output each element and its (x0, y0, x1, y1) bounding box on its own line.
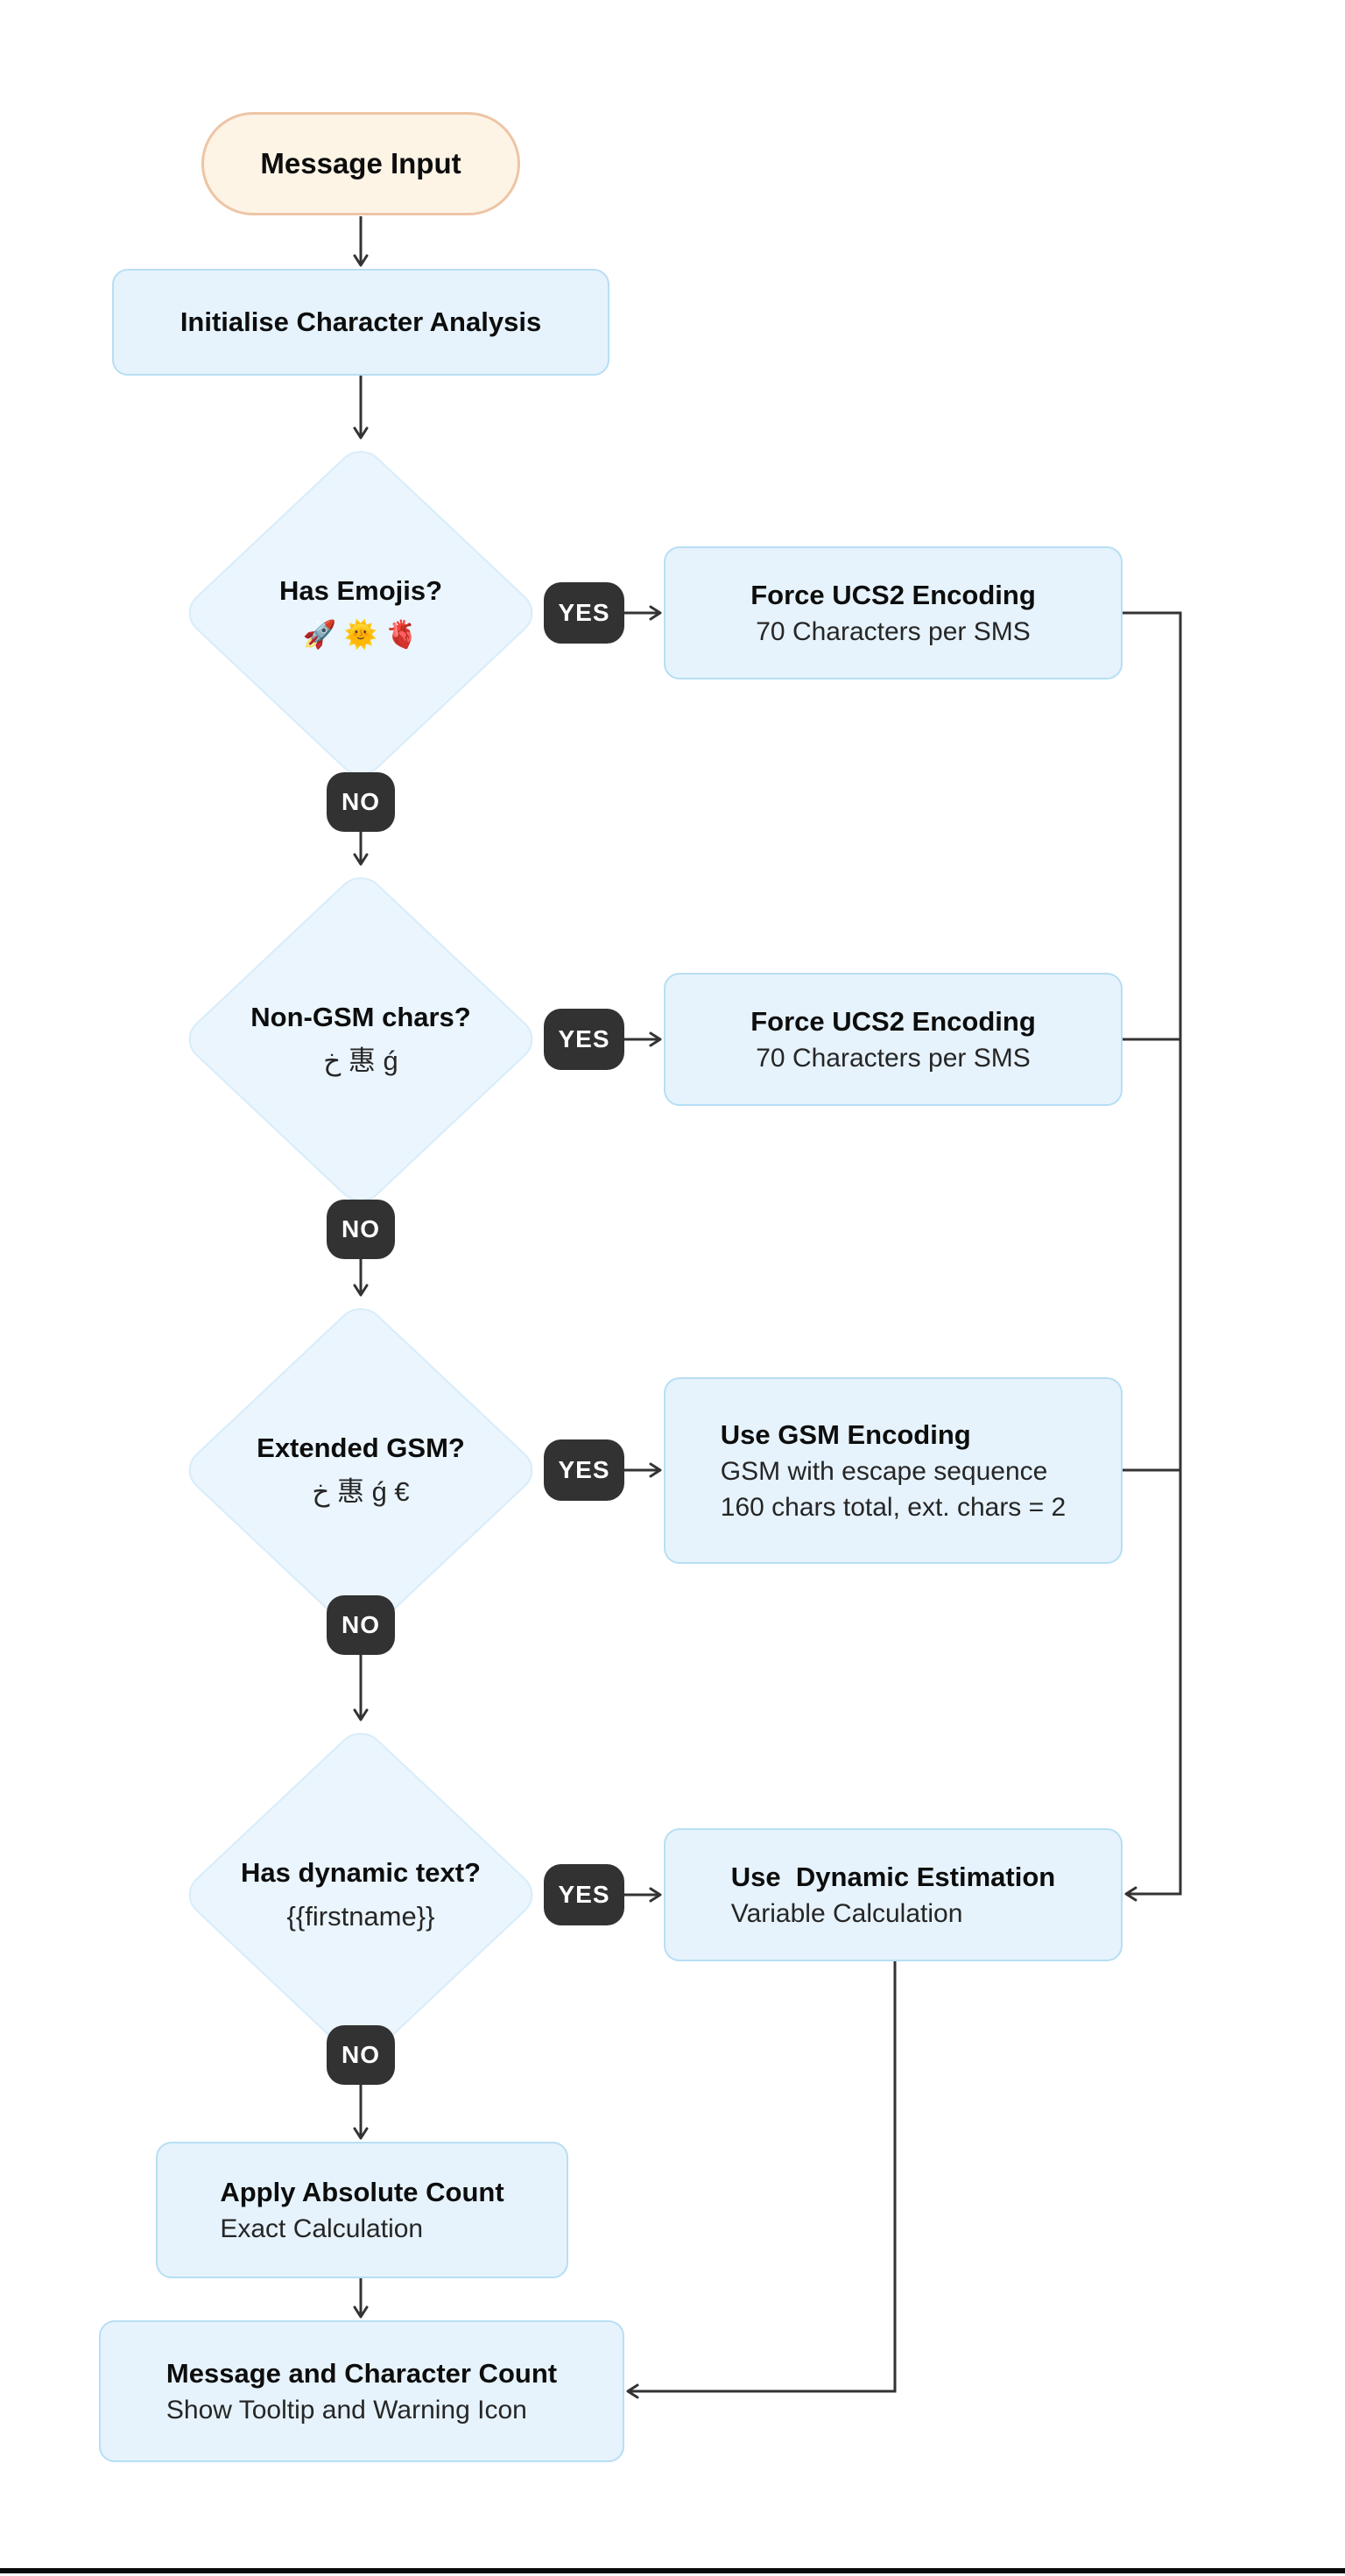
yes-label-1-text: YES (558, 599, 610, 626)
action-4-title: Use Dynamic Estimation (730, 1861, 1056, 1892)
start-node: Message Input (201, 112, 520, 215)
decision-non-gsm-chars: Non-GSM chars? خ 惠 ǵ (179, 868, 543, 1211)
apply-subtitle: Exact Calculation (220, 2214, 424, 2243)
start-node-label: Message Input (260, 147, 461, 179)
decision-2-examples: خ 惠 ǵ (323, 1045, 398, 1076)
no-label-3: NO (327, 1595, 395, 1655)
decision-3-examples: خ 惠 ǵ € (312, 1476, 410, 1507)
apply-absolute-count-node: Apply Absolute Count Exact Calculation (156, 2142, 568, 2278)
action-2-title: Force UCS2 Encoding (750, 1005, 1036, 1037)
decision-2-question: Non-GSM chars? (250, 1002, 471, 1032)
action-force-ucs2-1: Force UCS2 Encoding 70 Characters per SM… (664, 546, 1123, 679)
yes-label-4-text: YES (558, 1881, 610, 1908)
no-label-1-text: NO (342, 788, 380, 815)
action-3-line2: 160 chars total, ext. chars = 2 (720, 1492, 1067, 1522)
decision-1-examples: 🚀 🌞 🫀 (302, 619, 419, 650)
final-message-count-node: Message and Character Count Show Tooltip… (99, 2320, 624, 2462)
final-subtitle: Show Tooltip and Warning Icon (165, 2395, 527, 2425)
yes-label-1: YES (544, 582, 624, 644)
yes-label-3-text: YES (558, 1456, 610, 1483)
decision-has-emojis: Has Emojis? 🚀 🌞 🫀 (179, 441, 543, 785)
no-label-4: NO (327, 2025, 395, 2085)
no-label-2-text: NO (342, 1215, 380, 1242)
decision-4-examples: {{firstname}} (286, 1901, 435, 1932)
apply-title: Apply Absolute Count (220, 2176, 504, 2207)
final-title: Message and Character Count (165, 2357, 558, 2389)
action-1-title: Force UCS2 Encoding (750, 579, 1036, 610)
no-label-2: NO (327, 1200, 395, 1259)
action-2-line1: 70 Characters per SMS (756, 1043, 1031, 1073)
no-label-1: NO (327, 772, 395, 832)
no-label-4-text: NO (342, 2041, 380, 2068)
action-use-gsm-encoding: Use GSM Encoding GSM with escape sequenc… (664, 1377, 1123, 1564)
decision-extended-gsm: Extended GSM? خ 惠 ǵ € (179, 1299, 543, 1642)
yes-label-3: YES (544, 1439, 624, 1501)
edge-rail-to-action4 (1123, 611, 1182, 1902)
action-3-line1: GSM with escape sequence (720, 1456, 1048, 1486)
bottom-divider (0, 2568, 1345, 2573)
yes-label-4: YES (544, 1864, 624, 1925)
edge-action4-to-final (626, 1961, 897, 2399)
yes-label-2-text: YES (558, 1025, 610, 1052)
decision-1-question: Has Emojis? (278, 575, 443, 606)
decision-has-dynamic-text: Has dynamic text? {{firstname}} (179, 1723, 543, 2066)
no-label-3-text: NO (342, 1611, 380, 1638)
action-force-ucs2-2: Force UCS2 Encoding 70 Characters per SM… (664, 973, 1123, 1106)
action-1-line1: 70 Characters per SMS (756, 616, 1031, 646)
action-use-dynamic-estimation: Use Dynamic Estimation Variable Calculat… (664, 1828, 1123, 1961)
action-4-line1: Variable Calculation (730, 1898, 963, 1928)
yes-label-2: YES (544, 1009, 624, 1070)
init-node-label: Initialise Character Analysis (180, 306, 542, 337)
init-node: Initialise Character Analysis (112, 269, 609, 376)
decision-4-question: Has dynamic text? (241, 1857, 481, 1888)
action-3-title: Use GSM Encoding (720, 1418, 971, 1450)
decision-3-question: Extended GSM? (257, 1432, 465, 1463)
